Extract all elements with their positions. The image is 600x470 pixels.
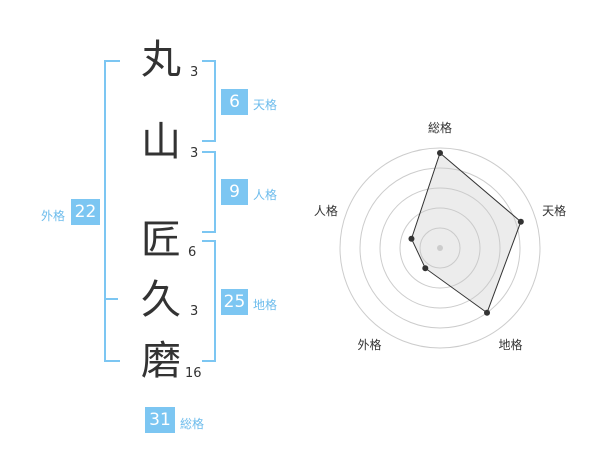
radar-axis-label-4: 外格 [357, 337, 381, 352]
radar-ring-4 [359, 167, 521, 329]
name-char-2: 山 [141, 119, 181, 165]
tenkaku-bracket [202, 60, 216, 142]
jinkaku-value-badge: 9 [221, 179, 248, 205]
radar-ring-5 [339, 147, 541, 349]
radar-point-3 [484, 309, 491, 316]
stroke-count-2: 3 [190, 146, 199, 161]
name-char-5: 磨 [141, 338, 181, 384]
tenkaku-label: 天格 [253, 98, 278, 112]
name-char-3: 匠 [141, 217, 181, 263]
jinkaku-label: 人格 [253, 188, 278, 202]
soukaku-label: 総格 [180, 417, 205, 431]
radar-ring-3 [379, 187, 501, 309]
radar-point-1 [437, 150, 443, 156]
radar-point-2 [517, 218, 524, 225]
radar-point-5 [408, 235, 415, 242]
chikaku-label: 地格 [253, 298, 278, 312]
radar-ring-1 [419, 227, 461, 269]
stroke-count-4: 3 [190, 304, 199, 319]
chikaku-bracket [202, 240, 216, 362]
stroke-count-3: 6 [188, 245, 197, 260]
radar-axis-label-2: 天格 [542, 203, 566, 218]
soukaku-value-badge: 31 [145, 407, 175, 433]
gaikaku-value-badge: 22 [71, 199, 100, 225]
radar-ring-2 [399, 207, 481, 289]
gaikaku-label: 外格 [41, 209, 66, 223]
jinkaku-bracket [202, 151, 216, 233]
radar-center [437, 245, 443, 251]
radar-axis-label-1: 総格 [428, 120, 452, 135]
stroke-count-1: 3 [190, 65, 199, 80]
name-char-1: 丸 [141, 37, 181, 83]
outer-bracket [104, 60, 120, 362]
chikaku-value-badge: 25 [221, 289, 248, 315]
stroke-count-5: 16 [185, 366, 202, 381]
radar-axis-label-5: 人格 [314, 203, 338, 218]
radar-axis-label-3: 地格 [499, 337, 523, 352]
outer-bracket-tick [104, 298, 118, 300]
tenkaku-value-badge: 6 [221, 89, 248, 115]
name-char-4: 久 [141, 277, 181, 323]
radar-point-4 [422, 265, 429, 272]
radar-area [410, 152, 522, 314]
